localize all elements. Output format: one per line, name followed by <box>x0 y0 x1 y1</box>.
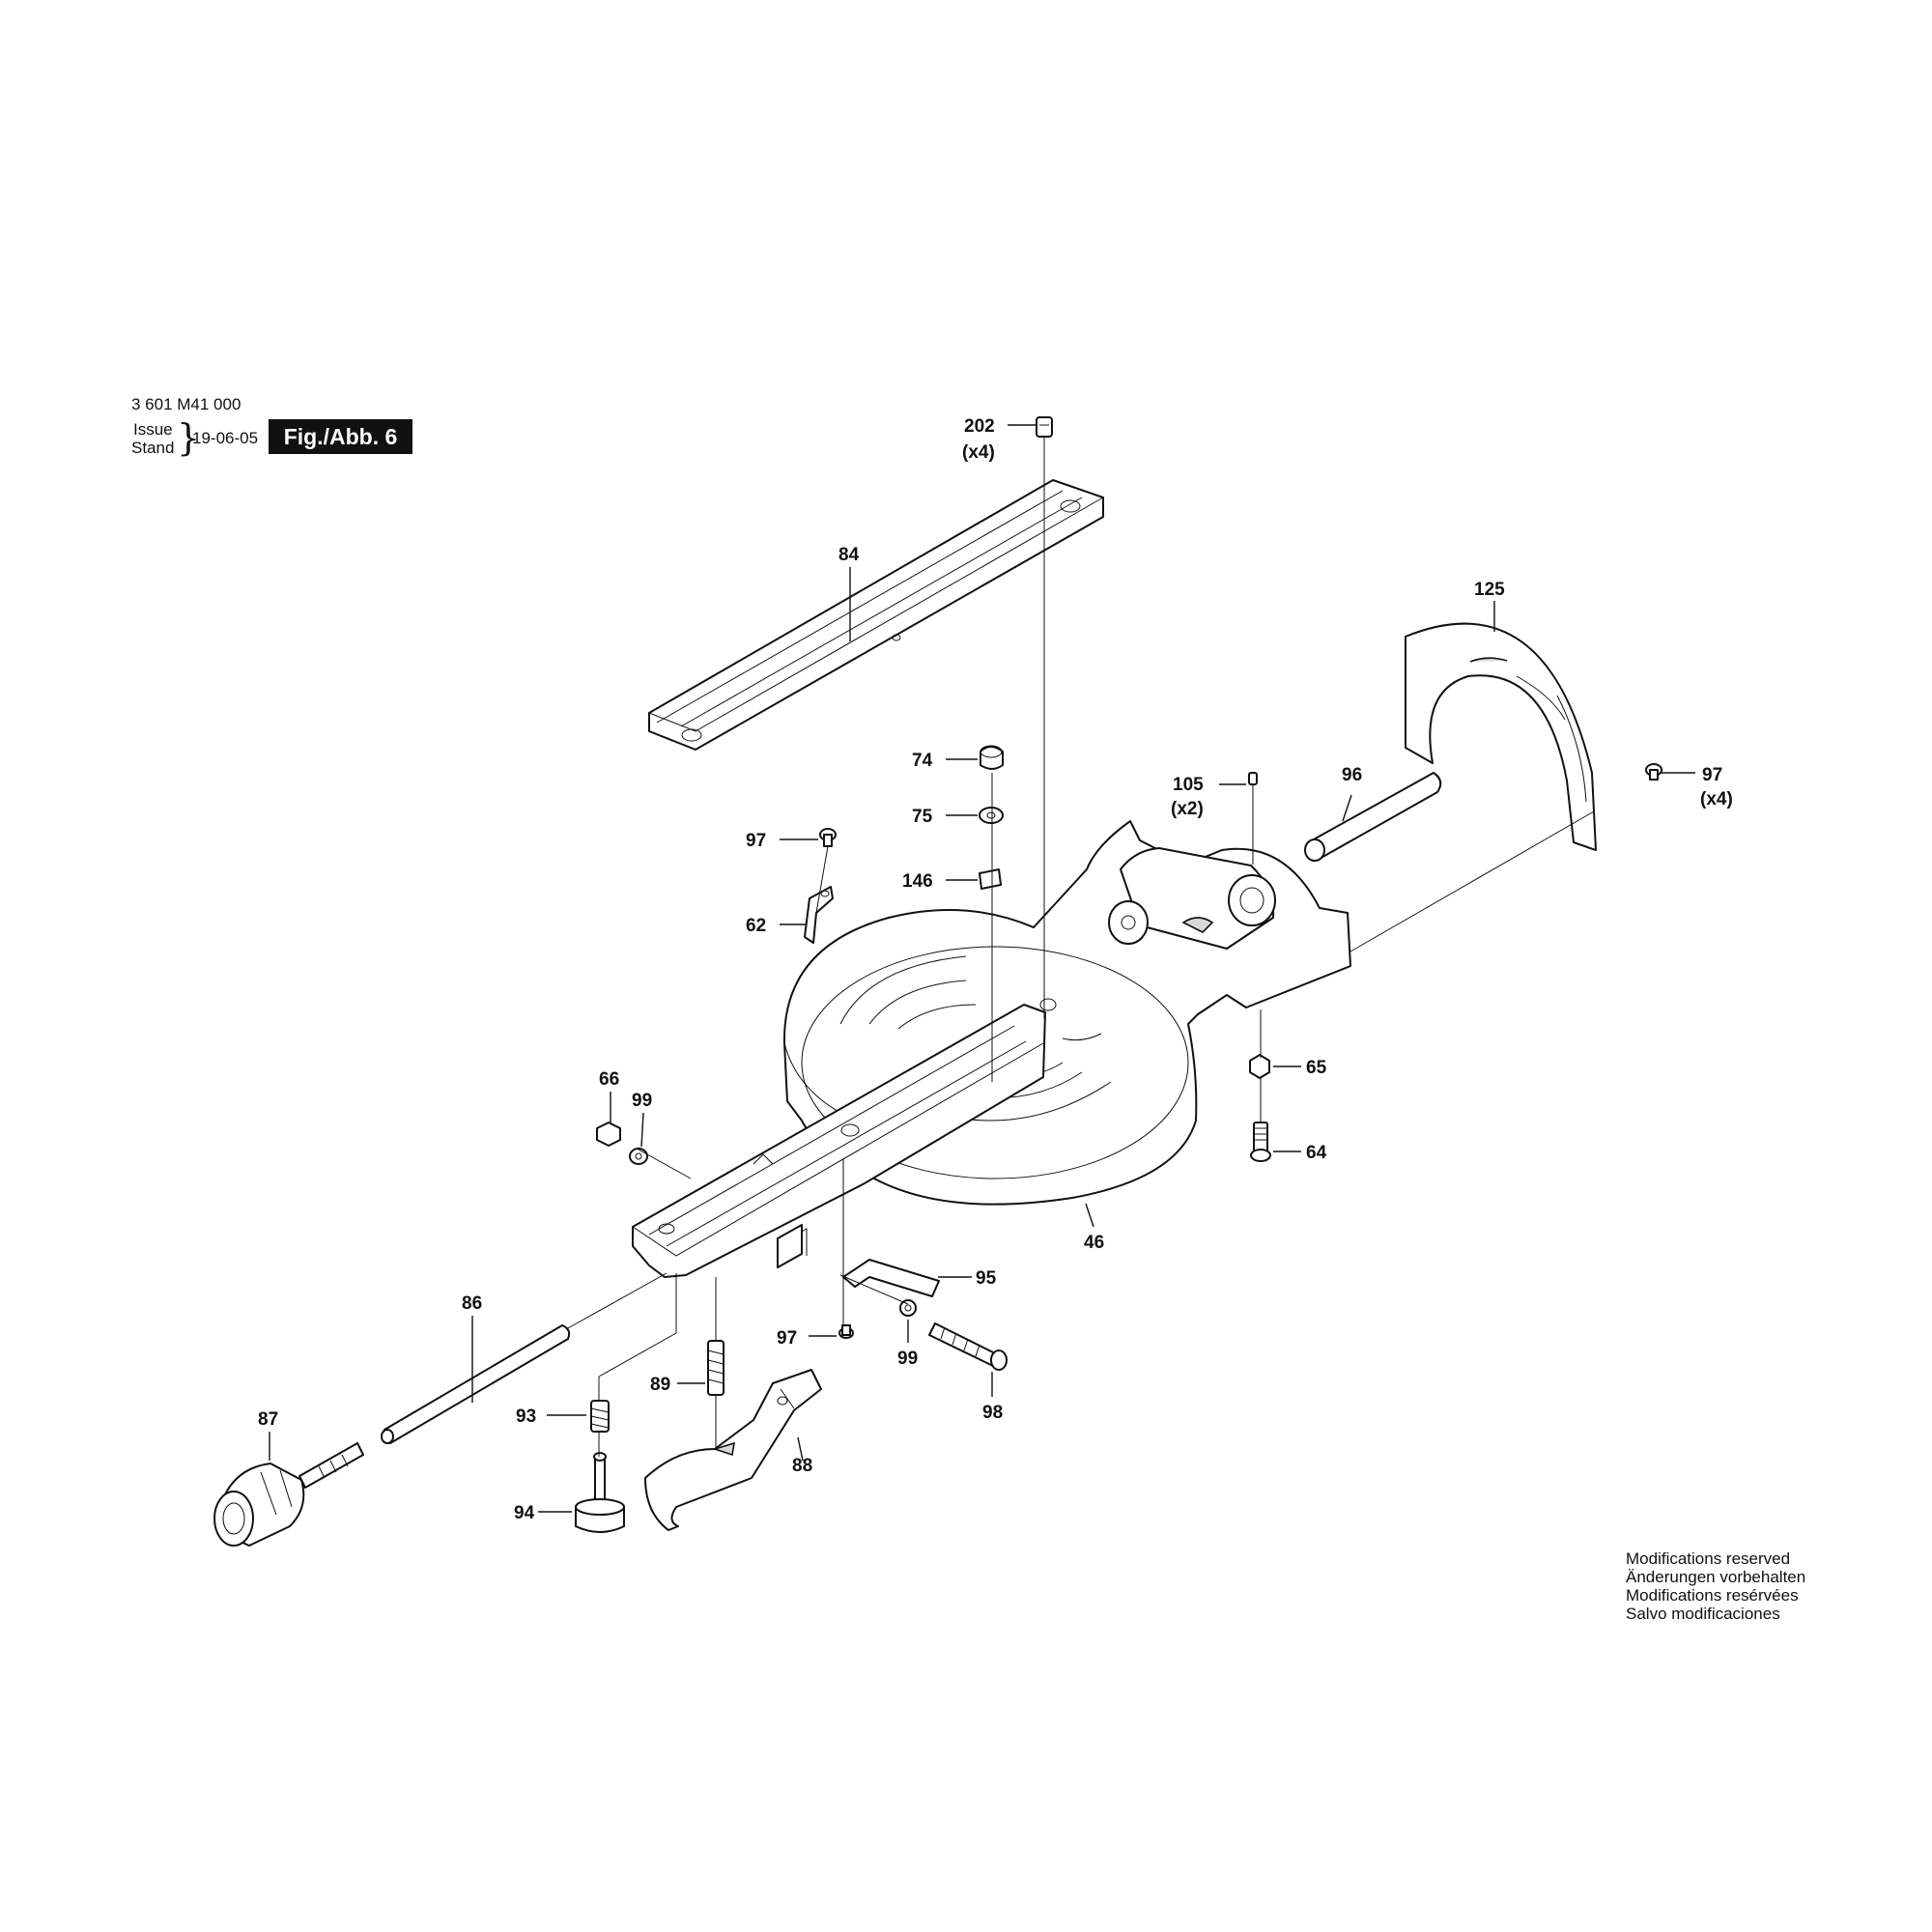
nut-66-part <box>596 1122 621 1147</box>
screw-202-part <box>1036 416 1053 438</box>
callout-97-left: 97 <box>746 831 766 851</box>
callout-97-right: 97 <box>1702 765 1722 785</box>
callout-87: 87 <box>258 1409 278 1430</box>
callout-64: 64 <box>1306 1143 1327 1163</box>
alignment-lines <box>565 437 1595 1457</box>
callout-125: 125 <box>1474 580 1505 600</box>
spring-93-part <box>590 1400 610 1433</box>
lock-knob-87-part <box>213 1442 364 1547</box>
pivot-pin-part <box>1304 772 1442 862</box>
callout-96: 96 <box>1342 765 1362 785</box>
leaf-spring-95-part <box>842 1259 940 1297</box>
callout-62: 62 <box>746 916 766 936</box>
lock-rod-86-part <box>381 1324 571 1444</box>
callout-146: 146 <box>902 871 933 892</box>
callout-89: 89 <box>650 1375 670 1395</box>
callout-75: 75 <box>912 807 933 827</box>
part-number: 3 601 M41 000 <box>131 395 242 413</box>
callout-66: 66 <box>599 1069 619 1090</box>
callout-46: 46 <box>1084 1233 1104 1253</box>
note-line-fr: Modifications resérvées <box>1626 1586 1799 1605</box>
note-line-en: Modifications reserved <box>1626 1549 1791 1568</box>
callout-65: 65 <box>1306 1058 1327 1078</box>
callout-97-right-qty: (x4) <box>1700 789 1733 810</box>
note-line-de: Änderungen vorbehalten <box>1626 1568 1806 1586</box>
screw-97-right-part <box>1645 763 1662 781</box>
callout-86: 86 <box>462 1293 482 1314</box>
screw-97-left-part <box>819 828 837 847</box>
callout-94: 94 <box>514 1503 535 1523</box>
setscrew-105-part <box>1248 772 1258 785</box>
modifications-note: Modifications reserved Änderungen vorbeh… <box>1626 1549 1805 1623</box>
stand-label: Stand <box>131 439 175 457</box>
callout-202: 202 <box>964 416 995 437</box>
spring-clip-62-part <box>804 886 834 944</box>
callout-99-lower: 99 <box>897 1349 918 1369</box>
fence-rail-part <box>648 479 1104 751</box>
callout-88: 88 <box>792 1456 812 1476</box>
washer-75-part <box>979 807 1004 824</box>
bolt-64-part <box>1250 1122 1271 1162</box>
leader-lines <box>269 424 1695 1513</box>
callout-202-qty: (x4) <box>962 442 995 463</box>
washer-99-left-part <box>629 1148 648 1165</box>
nut-65-part <box>1249 1054 1270 1079</box>
figure-badge: Fig./Abb. 6 <box>269 419 412 454</box>
clip-146-part <box>979 868 1002 890</box>
callout-97-lower: 97 <box>777 1328 797 1349</box>
bolt-98-part <box>928 1322 1008 1371</box>
callout-99-left: 99 <box>632 1091 652 1111</box>
callout-105-qty: (x2) <box>1171 799 1204 819</box>
thumb-screw-94-part <box>575 1452 625 1533</box>
callout-98: 98 <box>982 1403 1003 1423</box>
nut-74-part <box>980 745 1004 770</box>
issue-date: 19-06-05 <box>192 429 259 447</box>
spring-89-part <box>707 1340 724 1396</box>
miter-scale-plate-part <box>1405 622 1597 851</box>
note-line-es: Salvo modificaciones <box>1626 1605 1780 1623</box>
callout-74: 74 <box>912 751 933 771</box>
turntable-base-part <box>632 820 1351 1278</box>
header-brace: } <box>177 416 201 459</box>
callout-93: 93 <box>516 1406 536 1427</box>
callout-95: 95 <box>976 1268 997 1289</box>
issue-label: Issue <box>133 420 173 439</box>
detent-lever-88-part <box>644 1369 822 1531</box>
callout-labels: 202 (x4) 84 125 74 75 146 105 (x2) 96 97… <box>258 416 1733 1523</box>
callout-84: 84 <box>838 545 860 565</box>
screw-97-lower-part <box>838 1324 854 1339</box>
callout-105: 105 <box>1173 775 1204 795</box>
washer-99-lower-part <box>899 1299 917 1317</box>
